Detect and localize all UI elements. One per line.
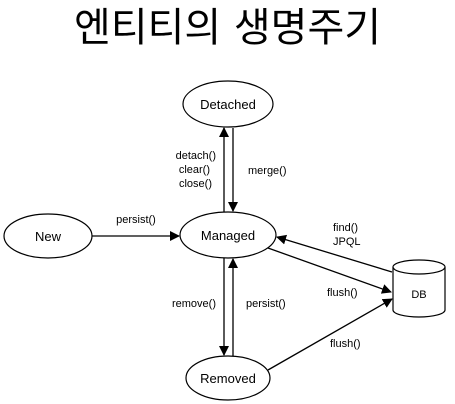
- edge-label-find: find(): [333, 222, 358, 234]
- page-title: 엔티티의 생명주기: [73, 5, 382, 51]
- edge-label-flush-removed: flush(): [330, 338, 361, 350]
- arrow-managed-to-db: [267, 247, 392, 294]
- edge-label-persist-new: persist(): [116, 214, 156, 226]
- edge-label-flush-managed: flush(): [327, 287, 358, 299]
- edge-label-remove: remove(): [172, 298, 216, 310]
- edge-label-close: close(): [179, 178, 212, 190]
- db-cylinder: DB: [392, 259, 446, 318]
- new-label: New: [35, 229, 62, 244]
- arrow-removed-to-db: [267, 298, 393, 371]
- arrow-db-to-managed: [276, 234, 393, 273]
- managed-label: Managed: [201, 228, 255, 243]
- edge-label-detach: detach(): [176, 150, 216, 162]
- edge-label-clear: clear(): [179, 164, 210, 176]
- edge-label-jpql: JPQL: [333, 236, 361, 248]
- detached-label: Detached: [200, 97, 256, 112]
- db-label: DB: [411, 289, 426, 301]
- edge-label-persist-removed: persist(): [246, 298, 286, 310]
- removed-node: [185, 355, 271, 401]
- removed-label: Removed: [200, 371, 256, 386]
- edge-label-merge: merge(): [248, 165, 287, 177]
